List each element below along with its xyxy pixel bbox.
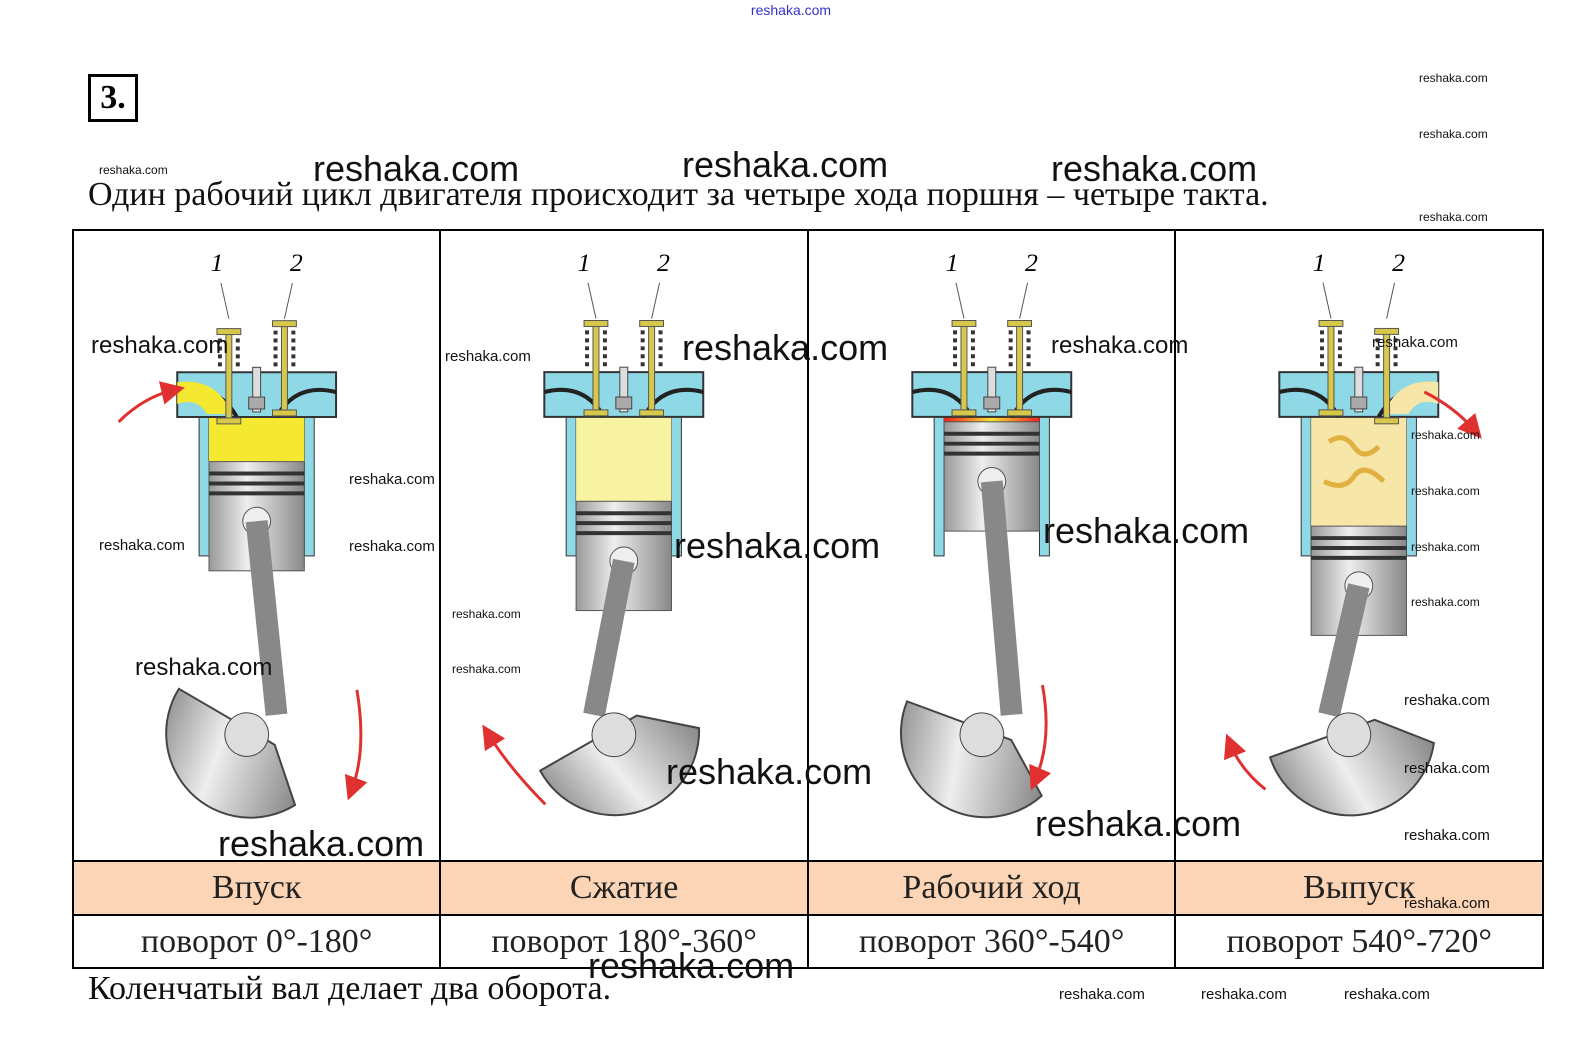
svg-text:1: 1 (945, 248, 958, 277)
watermark: reshaka.com (1419, 71, 1488, 85)
svg-text:1: 1 (578, 248, 591, 277)
rotation-arrow-icon (1029, 684, 1051, 791)
watermark: reshaka.com (674, 525, 881, 566)
task-number: 3. (88, 74, 138, 122)
watermark: reshaka.com (1419, 210, 1488, 224)
watermark: reshaka.com (1344, 986, 1430, 1003)
watermark: reshaka.com (1411, 595, 1480, 609)
watermark: reshaka.com (349, 538, 435, 555)
svg-text:1: 1 (210, 248, 223, 277)
watermark: reshaka.com (1411, 428, 1480, 442)
engine-diagram: 1 2 (482, 248, 705, 817)
watermark: reshaka.com (1404, 827, 1490, 844)
valve-1: 1 (210, 248, 242, 425)
watermark: reshaka.com (588, 945, 795, 986)
watermark: reshaka.com (1404, 692, 1490, 709)
crankshaft (899, 700, 1043, 819)
watermark: reshaka.com (682, 327, 889, 368)
diagram-power: 1 2 (806, 229, 1177, 862)
combustion-chamber (576, 416, 672, 502)
header-link[interactable]: reshaka.com (750, 2, 832, 18)
connecting-rod (980, 480, 1023, 716)
watermark: reshaka.com (99, 163, 168, 177)
svg-text:2: 2 (1392, 248, 1405, 277)
spark-plug-icon (615, 366, 633, 413)
intro-text: Один рабочий цикл двигателя происходит з… (88, 176, 1269, 213)
combustion-chamber (943, 416, 1040, 422)
stroke-name: Впуск (71, 860, 442, 916)
engine-diagram: 1 2 (899, 248, 1073, 819)
crankshaft (165, 687, 297, 819)
watermark: reshaka.com (1404, 895, 1490, 912)
watermark: reshaka.com (1201, 986, 1287, 1003)
watermark: reshaka.com (666, 751, 873, 792)
valve-2: 2 (1374, 248, 1405, 425)
rotation-arrow-icon (482, 724, 547, 806)
rotation-arrow-icon (344, 689, 368, 801)
connecting-rod (1318, 583, 1370, 718)
valve-2: 2 (639, 248, 670, 417)
svg-text:2: 2 (290, 248, 303, 277)
stroke-name: Сжатие (439, 860, 809, 916)
diagram-intake: 1 2 (71, 229, 442, 862)
spark-plug-icon (983, 366, 1001, 413)
engine-diagram: 1 2 (117, 248, 368, 819)
conclusion-text: Коленчатый вал делает два оборота. (88, 970, 612, 1007)
svg-text:1: 1 (1313, 248, 1326, 277)
stroke-angle: поворот 180°-360° (439, 914, 809, 969)
watermark: reshaka.com (1419, 127, 1488, 141)
valve-1: 1 (945, 248, 977, 417)
watermark: reshaka.com (1404, 760, 1490, 777)
engine-diagram: 1 2 (1224, 248, 1483, 817)
watermark: reshaka.com (452, 607, 521, 621)
spark-plug-icon (248, 366, 266, 413)
watermark: reshaka.com (1043, 510, 1250, 551)
rotation-arrow-icon (1224, 733, 1267, 791)
spark-plug-icon (1350, 366, 1368, 413)
valve-2: 2 (1007, 248, 1038, 417)
watermark: reshaka.com (91, 332, 229, 359)
watermark: reshaka.com (135, 654, 273, 681)
watermark: reshaka.com (1411, 540, 1480, 554)
svg-text:2: 2 (657, 248, 670, 277)
crankshaft (539, 712, 701, 817)
diagram-compression: 1 2 (439, 229, 809, 862)
connecting-rod (245, 520, 288, 716)
stroke-angle: поворот 540°-720° (1174, 914, 1544, 969)
crankshaft (1269, 712, 1436, 817)
watermark: reshaka.com (1051, 332, 1189, 359)
valve-1: 1 (578, 248, 609, 417)
stroke-name: Выпуск (1174, 860, 1544, 916)
svg-text:2: 2 (1025, 248, 1038, 277)
watermark: reshaka.com (452, 662, 521, 676)
four-stroke-table: 1 2 1 2 (71, 229, 1544, 969)
watermark: reshaka.com (1035, 803, 1242, 844)
watermark: reshaka.com (682, 144, 889, 185)
diagram-exhaust: 1 2 (1174, 229, 1544, 862)
exhaust-gas (1323, 435, 1386, 488)
stroke-angle: поворот 360°-540° (806, 914, 1177, 969)
watermark: reshaka.com (218, 823, 425, 864)
watermark: reshaka.com (1411, 484, 1480, 498)
watermark: reshaka.com (1059, 986, 1145, 1003)
stroke-name: Рабочий ход (806, 860, 1177, 916)
watermark: reshaka.com (99, 537, 185, 554)
watermark: reshaka.com (349, 471, 435, 488)
connecting-rod (583, 558, 635, 717)
stroke-angle: поворот 0°-180° (71, 914, 442, 969)
flow-arrow-icon (1424, 390, 1483, 439)
watermark: reshaka.com (445, 348, 531, 365)
flow-arrow-icon (117, 381, 185, 423)
watermark: reshaka.com (1372, 334, 1458, 351)
watermark: reshaka.com (1051, 148, 1258, 189)
watermark: reshaka.com (313, 148, 520, 189)
